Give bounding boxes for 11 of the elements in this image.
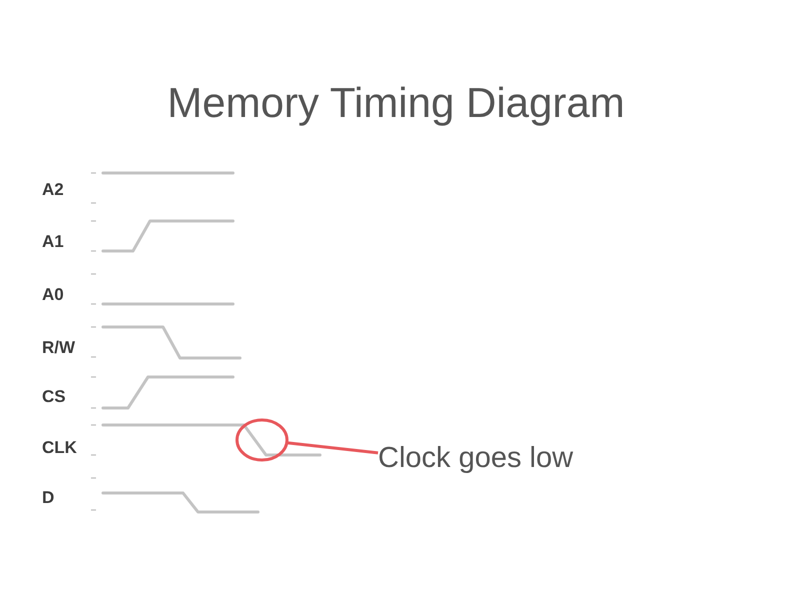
callout-text: Clock goes low <box>378 441 574 475</box>
signal-name: A2 <box>42 180 64 200</box>
highlight-circle <box>235 418 289 462</box>
signal-name: R/W <box>42 338 76 358</box>
signal-name: CLK <box>42 438 77 458</box>
signal-name: A0 <box>42 285 64 305</box>
signal-name: CS <box>42 387 66 407</box>
signal-name: D <box>42 488 54 508</box>
title: Memory Timing Diagram <box>166 78 626 128</box>
leader-line <box>288 441 378 454</box>
signal-name: A1 <box>42 232 64 252</box>
